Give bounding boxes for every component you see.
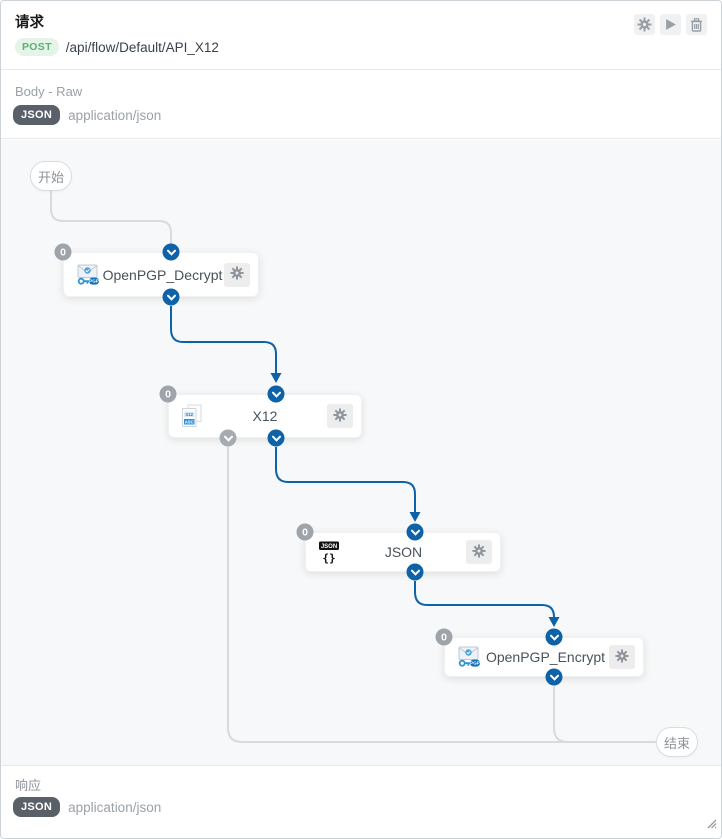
node-counter-badge: 0 bbox=[54, 243, 72, 261]
node-settings-button[interactable] bbox=[327, 404, 353, 428]
output-port[interactable] bbox=[545, 668, 563, 686]
delete-button[interactable] bbox=[686, 14, 707, 35]
end-node-label: 结束 bbox=[663, 735, 690, 751]
node-settings-button[interactable] bbox=[609, 645, 635, 669]
input-port[interactable] bbox=[267, 385, 285, 403]
gear-icon bbox=[472, 543, 486, 561]
wire-json-to-encrypt bbox=[414, 581, 555, 618]
wire-x12-to-end bbox=[227, 447, 656, 743]
response-content-type: application/json bbox=[68, 799, 162, 815]
wire-x12-to-json bbox=[275, 447, 416, 512]
chevron-down-icon bbox=[223, 429, 233, 447]
svg-text:PGP: PGP bbox=[89, 278, 99, 283]
response-content-type-badge: JSON bbox=[13, 797, 61, 817]
arrowhead bbox=[409, 512, 421, 522]
request-title: 请求 bbox=[15, 15, 44, 31]
wire-decrypt-to-x12 bbox=[170, 306, 277, 373]
node-openpgp-decrypt[interactable]: PGP OpenPGP_Decrypt bbox=[63, 252, 259, 297]
chevron-down-icon bbox=[549, 668, 559, 686]
endpoint-path: /api/flow/Default/API_X12 bbox=[65, 39, 219, 55]
arrowhead bbox=[270, 373, 282, 383]
request-body-meta: Body - Raw JSON application/json bbox=[1, 71, 721, 139]
chevron-down-icon bbox=[271, 429, 281, 447]
http-method-badge: POST bbox=[15, 38, 59, 56]
openpgp-envelope-key-icon: PGP bbox=[75, 263, 101, 287]
node-label: X12 bbox=[252, 408, 278, 424]
response-title: 响应 bbox=[15, 778, 42, 793]
arrowhead bbox=[548, 617, 560, 627]
node-settings-button[interactable] bbox=[224, 262, 250, 287]
input-port[interactable] bbox=[406, 523, 424, 541]
node-counter-badge: 0 bbox=[296, 523, 314, 541]
flow-canvas[interactable]: 开始 结束 PGP OpenPGP_Decrypt bbox=[1, 140, 721, 766]
node-x12[interactable]: X12 ASC X12 bbox=[168, 394, 362, 438]
node-json[interactable]: JSON {} JSON bbox=[305, 532, 501, 572]
node-label: JSON bbox=[384, 544, 423, 560]
node-counter-badge: 0 bbox=[159, 385, 177, 403]
svg-text:X12: X12 bbox=[185, 412, 193, 417]
chevron-down-icon bbox=[166, 288, 176, 306]
end-node[interactable]: 结束 bbox=[656, 727, 698, 757]
play-icon bbox=[664, 18, 677, 31]
response-section: 响应 JSON application/json bbox=[1, 766, 721, 838]
node-counter-badge: 0 bbox=[435, 628, 453, 646]
svg-text:ASC: ASC bbox=[185, 419, 194, 424]
body-mode-label: Body - Raw bbox=[15, 84, 83, 99]
chevron-down-icon bbox=[166, 243, 176, 261]
header-actions bbox=[634, 14, 707, 35]
gear-icon bbox=[615, 648, 629, 666]
input-port[interactable] bbox=[545, 628, 563, 646]
start-node[interactable]: 开始 bbox=[30, 161, 72, 191]
trash-icon bbox=[690, 17, 703, 32]
output-port[interactable] bbox=[406, 563, 424, 581]
node-label: OpenPGP_Encrypt bbox=[485, 649, 606, 665]
wire-encrypt-to-end bbox=[553, 686, 656, 743]
svg-text:JSON: JSON bbox=[321, 544, 337, 550]
secondary-output-port[interactable] bbox=[219, 429, 237, 447]
resize-handle[interactable] bbox=[705, 816, 717, 834]
x12-document-icon: X12 ASC bbox=[180, 404, 203, 428]
json-braces-icon: JSON {} bbox=[317, 540, 341, 565]
svg-text:PGP: PGP bbox=[470, 661, 480, 666]
gear-icon bbox=[637, 17, 652, 32]
endpoint-row: POST /api/flow/Default/API_X12 bbox=[15, 38, 219, 56]
gear-icon bbox=[333, 407, 347, 425]
request-content-type: application/json bbox=[68, 107, 162, 123]
gear-icon bbox=[230, 266, 244, 283]
svg-text:{}: {} bbox=[322, 551, 335, 564]
chevron-down-icon bbox=[410, 563, 420, 581]
run-button[interactable] bbox=[660, 14, 681, 35]
node-settings-button[interactable] bbox=[466, 540, 492, 564]
node-openpgp-encrypt[interactable]: PGP OpenPGP_Encrypt bbox=[444, 637, 644, 677]
output-port[interactable] bbox=[162, 288, 180, 306]
openpgp-envelope-key-icon: PGP bbox=[456, 645, 482, 669]
input-port[interactable] bbox=[162, 243, 180, 261]
node-label: OpenPGP_Decrypt bbox=[102, 266, 223, 283]
start-node-label: 开始 bbox=[37, 169, 64, 185]
chevron-down-icon bbox=[549, 628, 559, 646]
settings-button[interactable] bbox=[634, 14, 655, 35]
request-content-type-badge: JSON bbox=[13, 105, 61, 125]
chevron-down-icon bbox=[271, 385, 281, 403]
wire-start-to-decrypt bbox=[50, 191, 172, 244]
request-header: 请求 POST /api/flow/Default/API_X12 bbox=[1, 1, 721, 70]
output-port[interactable] bbox=[267, 429, 285, 447]
chevron-down-icon bbox=[410, 523, 420, 541]
flow-wires bbox=[50, 191, 656, 743]
